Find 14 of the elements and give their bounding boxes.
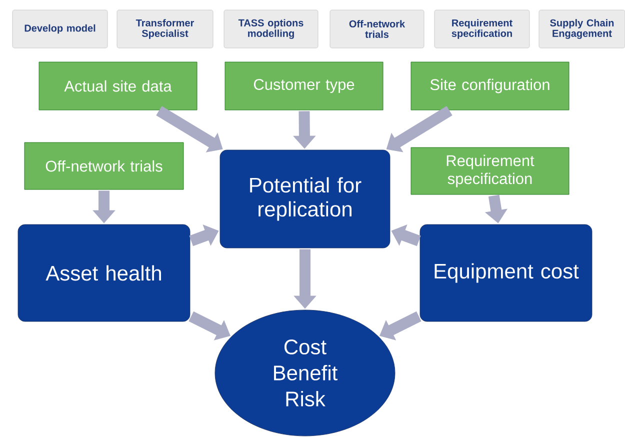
menu-tab: Develop model bbox=[12, 10, 108, 48]
input-box: Customer type bbox=[224, 62, 384, 110]
factor-box: Equipment cost bbox=[420, 224, 592, 322]
input-box: Requirement specification bbox=[410, 147, 570, 195]
menu-tab: Transformer Specialist bbox=[116, 10, 214, 48]
menu-tab: Off-network trials bbox=[330, 10, 424, 48]
menu-tab: Supply Chain Engagement bbox=[538, 10, 625, 48]
input-box: Off-network trials bbox=[24, 142, 184, 190]
input-box: Site configuration bbox=[410, 62, 570, 110]
menu-tab: Requirement specification bbox=[434, 10, 530, 48]
input-box: Actual site data bbox=[38, 62, 198, 110]
menu-tab: TASS options modelling bbox=[224, 10, 318, 48]
factor-box: Potential for replication bbox=[220, 150, 390, 248]
factor-box: Asset health bbox=[18, 224, 190, 322]
